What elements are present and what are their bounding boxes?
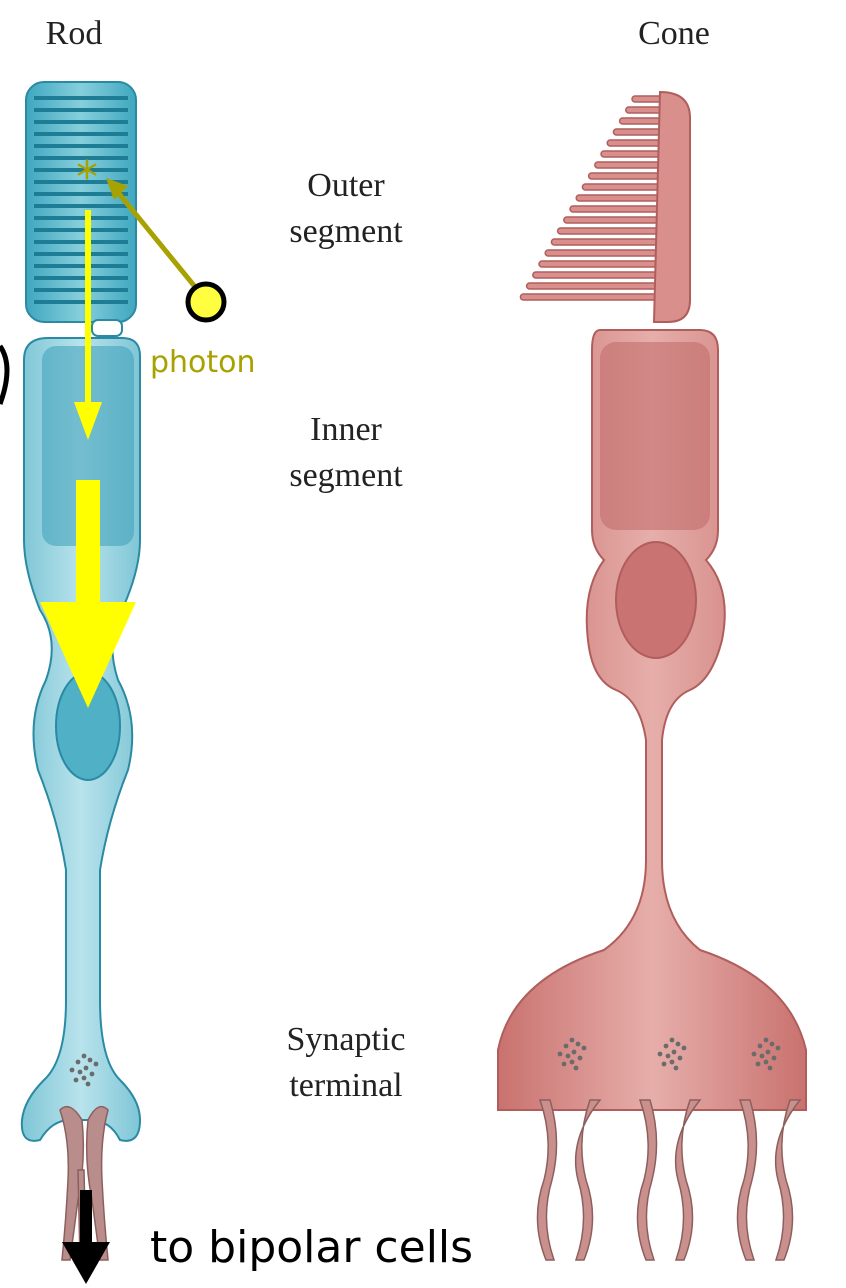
cone-dendrite — [676, 1100, 700, 1260]
synaptic-vesicle — [570, 1038, 575, 1043]
photon-label: photon — [150, 345, 256, 380]
synaptic-vesicle — [666, 1054, 671, 1059]
synaptic-vesicle — [672, 1050, 677, 1055]
synaptic-vesicle — [764, 1060, 769, 1065]
synaptic-vesicle — [676, 1042, 681, 1047]
synaptic-vesicle — [776, 1046, 781, 1051]
synaptic-terminal-label-2: terminal — [289, 1067, 402, 1104]
cone-dendrite — [576, 1100, 600, 1260]
photon-asterisk: * — [76, 152, 98, 203]
cone-dendrite — [537, 1100, 556, 1260]
synaptic-vesicle — [74, 1078, 79, 1083]
synaptic-vesicle — [574, 1066, 579, 1071]
cone-dendrite — [776, 1100, 800, 1260]
cone-outer-segment — [654, 92, 690, 322]
synaptic-vesicle — [670, 1038, 675, 1043]
synaptic-vesicle — [578, 1056, 583, 1061]
cone-lamella — [533, 272, 670, 278]
synaptic-vesicle — [572, 1050, 577, 1055]
cone-lamella — [520, 294, 670, 300]
synaptic-vesicle — [768, 1066, 773, 1071]
cone-lamella — [527, 283, 670, 289]
output-arrow-shaft — [80, 1190, 92, 1250]
cone-lamella — [539, 261, 670, 267]
synaptic-vesicle — [82, 1076, 87, 1081]
synaptic-vesicle — [770, 1042, 775, 1047]
outer-segment-label-1: Outer — [307, 167, 385, 204]
synaptic-vesicle — [576, 1042, 581, 1047]
synaptic-vesicle — [752, 1052, 757, 1057]
synaptic-vesicle — [90, 1072, 95, 1077]
big-signal-arrow-shaft — [76, 480, 100, 610]
cone-inner-segment-core — [600, 342, 710, 530]
cone-lamella — [551, 239, 670, 245]
cone-lamella — [564, 217, 670, 223]
synaptic-vesicle — [670, 1060, 675, 1065]
synaptic-vesicle — [82, 1054, 87, 1059]
synaptic-vesicle — [658, 1052, 663, 1057]
cone-nucleus — [616, 542, 696, 658]
cone-header: Cone — [638, 15, 710, 52]
synaptic-vesicle — [70, 1068, 75, 1073]
synaptic-terminal-label-1: Synaptic — [287, 1021, 406, 1058]
cone-lamella — [558, 228, 670, 234]
cone-dendrites — [537, 1100, 800, 1260]
output-arrowhead — [62, 1242, 110, 1284]
cone-cell — [498, 92, 806, 1260]
synaptic-vesicle — [756, 1062, 761, 1067]
cone-lamella — [570, 206, 670, 212]
synaptic-vesicle — [94, 1062, 99, 1067]
cone-dendrite — [737, 1100, 756, 1260]
synaptic-vesicle — [678, 1056, 683, 1061]
synaptic-vesicle — [564, 1044, 569, 1049]
synaptic-vesicle — [772, 1056, 777, 1061]
inner-segment-label-1: Inner — [310, 411, 382, 448]
cone-lamella — [545, 250, 670, 256]
synaptic-vesicle — [78, 1070, 83, 1075]
synaptic-vesicle — [566, 1054, 571, 1059]
synaptic-vesicle — [76, 1060, 81, 1065]
rod-header: Rod — [46, 15, 103, 52]
cone-dendrite — [637, 1100, 656, 1260]
inner-segment-label-2: segment — [289, 457, 403, 494]
synaptic-vesicle — [582, 1046, 587, 1051]
left-edge-bracket — [0, 346, 7, 404]
synaptic-vesicle — [562, 1062, 567, 1067]
synaptic-vesicle — [766, 1050, 771, 1055]
synaptic-vesicle — [86, 1082, 91, 1087]
output-label: to bipolar cells — [150, 1222, 473, 1273]
synaptic-vesicle — [662, 1062, 667, 1067]
synaptic-vesicle — [570, 1060, 575, 1065]
cone-lamella — [576, 195, 670, 201]
synaptic-vesicle — [674, 1066, 679, 1071]
photon-circle — [188, 284, 224, 320]
synaptic-vesicle — [764, 1038, 769, 1043]
synaptic-vesicle — [88, 1058, 93, 1063]
synaptic-vesicle — [758, 1044, 763, 1049]
synaptic-vesicle — [558, 1052, 563, 1057]
synaptic-vesicle — [682, 1046, 687, 1051]
synaptic-vesicle — [760, 1054, 765, 1059]
cone-lamellae — [520, 96, 670, 300]
synaptic-vesicle — [84, 1066, 89, 1071]
outer-segment-label-2: segment — [289, 213, 403, 250]
synaptic-vesicle — [664, 1044, 669, 1049]
